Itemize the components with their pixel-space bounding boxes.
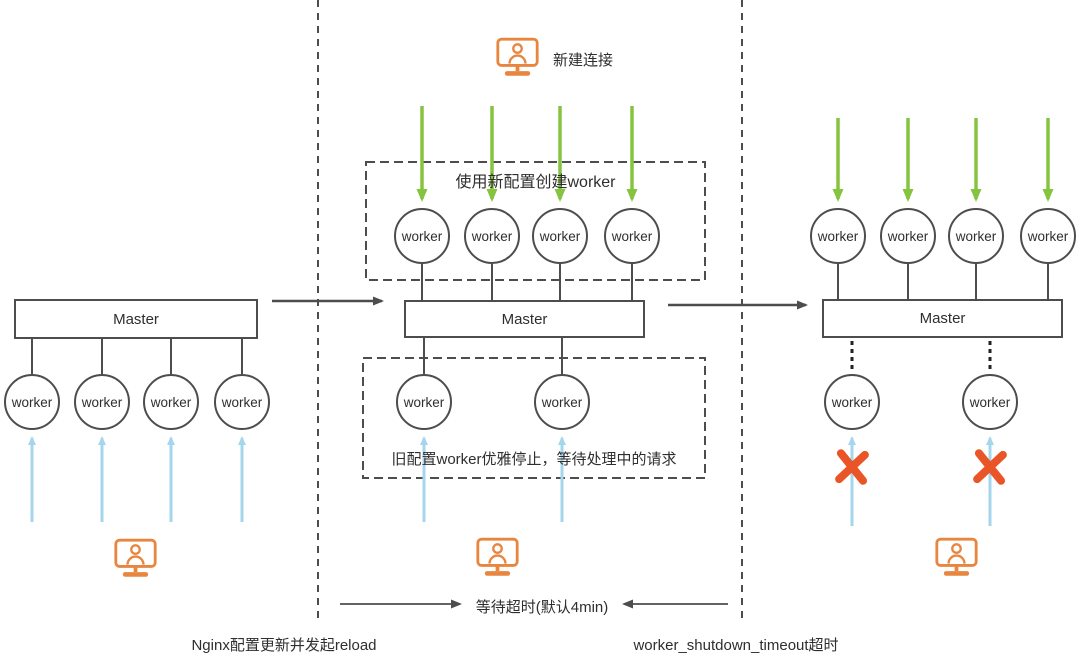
worker-node: worker: [962, 374, 1018, 430]
new-connections-label: 新建连接: [553, 52, 614, 69]
worker-node: worker: [394, 208, 450, 264]
stage2-newworker-master-connectors: [421, 264, 633, 300]
worker-node: worker: [532, 208, 588, 264]
connection-rejected-cross-icons: [835, 449, 1007, 485]
stage3-client-request-arrows: [848, 436, 994, 526]
old-workers-dashed-box: [362, 357, 706, 479]
master-box-stage3: Master: [822, 299, 1063, 338]
caption-shutdown-timeout: worker_shutdown_timeout超时: [633, 637, 839, 654]
master-box-stage1: Master: [14, 299, 258, 339]
worker-node: worker: [880, 208, 936, 264]
stage3-new-connection-arrows: [832, 118, 1054, 202]
stage2-new-connection-arrows: [416, 106, 638, 202]
stage1-client-request-arrows: [28, 436, 246, 522]
stage2-master-oldworker-connectors: [423, 338, 563, 374]
worker-node: worker: [810, 208, 866, 264]
worker-node: worker: [1020, 208, 1076, 264]
worker-node: worker: [143, 374, 199, 430]
worker-node: worker: [534, 374, 590, 430]
client-monitor-icon: [498, 39, 537, 73]
worker-node: worker: [4, 374, 60, 430]
stage2-client-request-arrows: [420, 436, 566, 522]
timeout-label: 等待超时(默认4min): [475, 599, 609, 616]
worker-node: worker: [396, 374, 452, 430]
client-monitor-icon: [937, 539, 976, 573]
worker-node: worker: [214, 374, 270, 430]
caption-reload: Nginx配置更新并发起reload: [191, 637, 377, 654]
master-box-stage2: Master: [404, 300, 645, 338]
client-monitor-icon: [116, 540, 155, 574]
worker-node: worker: [824, 374, 880, 430]
old-workers-box-label: 旧配置worker优雅停止，等待处理中的请求: [391, 451, 677, 468]
worker-node: worker: [604, 208, 660, 264]
client-monitor-icon: [478, 539, 517, 573]
worker-node: worker: [464, 208, 520, 264]
new-workers-box-label: 使用新配置创建worker: [455, 174, 616, 191]
stage1-master-worker-connectors: [31, 339, 243, 374]
worker-node: worker: [74, 374, 130, 430]
stage3-master-oldworker-dashed-connectors: [850, 341, 992, 373]
worker-node: worker: [948, 208, 1004, 264]
new-workers-dashed-box: [365, 161, 706, 281]
stage3-worker-master-connectors: [837, 264, 1049, 299]
